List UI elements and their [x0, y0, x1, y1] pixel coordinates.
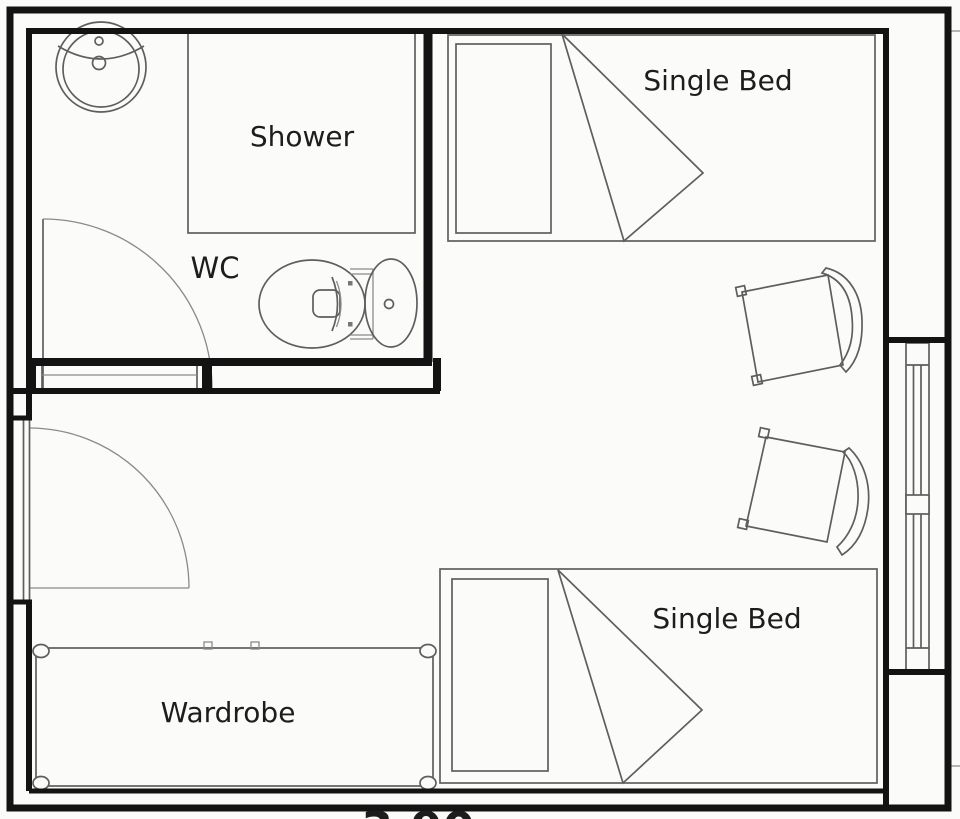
width-dimension-label: 3.90m: [361, 802, 522, 819]
fixtures: [22, 21, 960, 791]
blanket-fold-top: [561, 33, 705, 243]
door-thresholds: [22, 366, 198, 600]
bed-bottom: [439, 568, 878, 785]
window-shaft-dividers: [886, 337, 948, 675]
wardrobe-label: Wardrobe: [161, 696, 296, 729]
bed-top: [447, 33, 876, 243]
wc-label: WC: [191, 251, 240, 285]
labels: Shower WC Single Bed Single Bed Wardrobe…: [161, 64, 802, 819]
pillow-bottom: [451, 578, 549, 772]
bed-bottom-label: Single Bed: [652, 602, 801, 635]
chair-bottom-icon: [736, 426, 870, 557]
walls: [6, 6, 952, 812]
sink-icon: [55, 21, 147, 113]
entrance-door-swing: [28, 427, 190, 589]
blanket-fold-bottom: [557, 569, 704, 785]
shower-label: Shower: [250, 120, 355, 153]
pillow-top: [455, 43, 552, 234]
toilet-icon: [258, 258, 418, 349]
chair-top-icon: [734, 267, 863, 387]
outer-wall: [6, 6, 952, 812]
window-right: [905, 342, 930, 673]
adjacent-structure-lines: [951, 30, 960, 767]
wardrobe: [32, 641, 437, 791]
bed-top-label: Single Bed: [643, 64, 792, 97]
entrance-opening-caps: [7, 415, 32, 605]
